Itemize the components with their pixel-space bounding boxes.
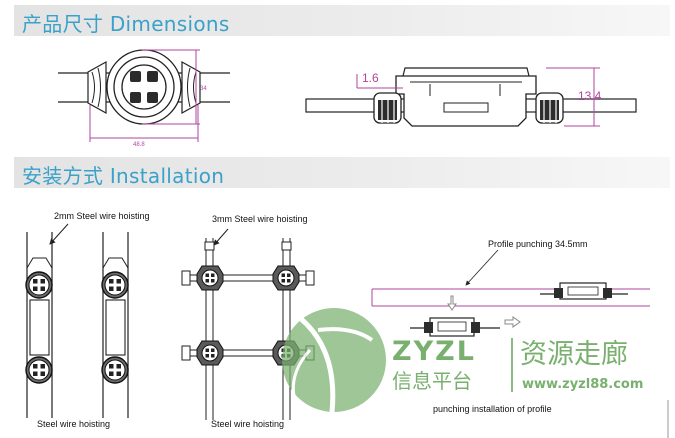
- label-3mm-wire: 3mm Steel wire hoisting: [212, 214, 308, 224]
- watermark-brand-latin: ZYZL: [392, 336, 476, 367]
- watermark-brand-cn-right: 资源走廊: [520, 339, 628, 370]
- label-2mm-wire: 2mm Steel wire hoisting: [54, 211, 150, 221]
- profile-punching-diagram: [371, 249, 650, 337]
- side-view-dimension-lines: [356, 67, 600, 127]
- watermark-url: www.zyzl88.com: [522, 377, 643, 392]
- side-top-label: 1.6: [362, 71, 379, 85]
- front-view-drawing: [58, 49, 230, 125]
- watermark-logo: [282, 308, 513, 413]
- label-steel-wire-left: Steel wire hoisting: [37, 419, 110, 429]
- watermark-brand-cn-left: 信息平台: [392, 369, 472, 393]
- label-steel-wire-mid: Steel wire hoisting: [211, 419, 284, 429]
- front-view-dimension-lines: [89, 49, 200, 142]
- label-profile-punching: Profile punching 34.5mm: [488, 239, 588, 249]
- dimensions-title: 产品尺寸 Dimensions: [22, 12, 230, 36]
- side-height-label: 13.4: [578, 89, 602, 103]
- dimensions-header-band: 产品尺寸 Dimensions: [14, 5, 670, 36]
- front-height-label: 34: [200, 86, 207, 92]
- side-view-drawing: [305, 67, 637, 127]
- label-punching-install: punching installation of profile: [433, 404, 552, 414]
- installation-header-band: 安装方式 Installation: [14, 157, 670, 188]
- front-width-label: 48.8: [133, 142, 145, 148]
- install-2mm-wire-diagram: [25, 223, 129, 418]
- installation-title: 安装方式 Installation: [22, 164, 225, 188]
